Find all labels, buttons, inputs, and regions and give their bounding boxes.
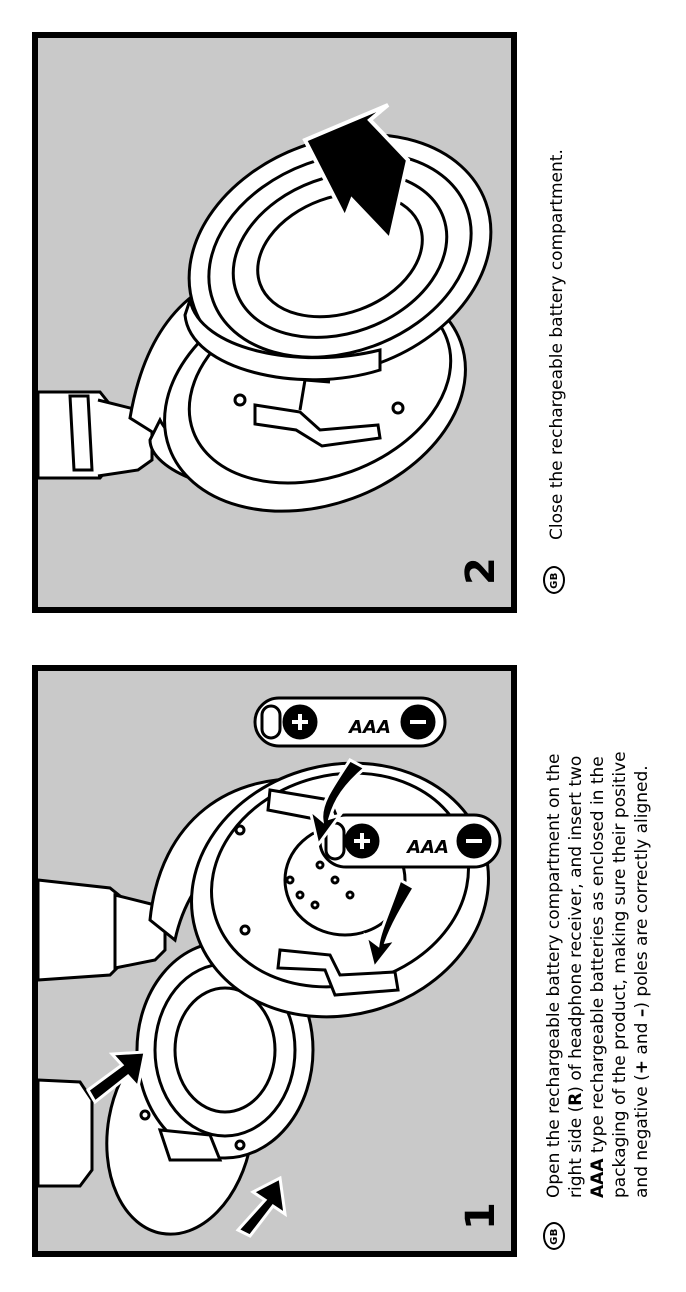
battery-label: AAA	[405, 837, 449, 858]
gb-language-badge: GB	[543, 1222, 565, 1250]
insert-arrow-icon	[307, 758, 368, 849]
up-arrow-icon	[86, 1050, 147, 1105]
insert-arrow-icon	[363, 877, 417, 972]
caption-line: Open the rechargeable battery compartmen…	[544, 753, 564, 1198]
caption-line: AAA type rechargeable batteries as enclo…	[588, 756, 608, 1198]
step-2-number-glyph: 2	[458, 557, 504, 585]
caption-line: and negative (+ and –) poles are correct…	[632, 765, 652, 1198]
battery-label: AAA	[347, 717, 391, 738]
step-1-panel: AAA AAA 1	[32, 665, 517, 1257]
aaa-battery-upper	[253, 696, 447, 748]
step-2-panel: 2	[32, 32, 517, 613]
headphone-illustration-closed	[36, 103, 493, 513]
step-2-caption: Close the rechargeable battery compartme…	[547, 149, 567, 540]
caption-line: packaging of the product, making sure th…	[610, 751, 630, 1198]
badge-label: GB	[548, 571, 560, 589]
up-arrow-icon	[235, 1175, 287, 1238]
step-number: 2	[458, 557, 504, 585]
headphone-illustration-open	[36, 696, 502, 1238]
aaa-battery-lower	[318, 813, 502, 869]
caption-line: right side (R) of headphone receiver, an…	[566, 755, 586, 1198]
down-arrow-icon	[302, 103, 411, 245]
step-1-caption: Open the rechargeable battery compartmen…	[543, 751, 653, 1198]
badge-label: GB	[548, 1227, 560, 1245]
gb-language-badge: GB	[543, 566, 565, 594]
step-number: 1	[458, 1202, 504, 1230]
